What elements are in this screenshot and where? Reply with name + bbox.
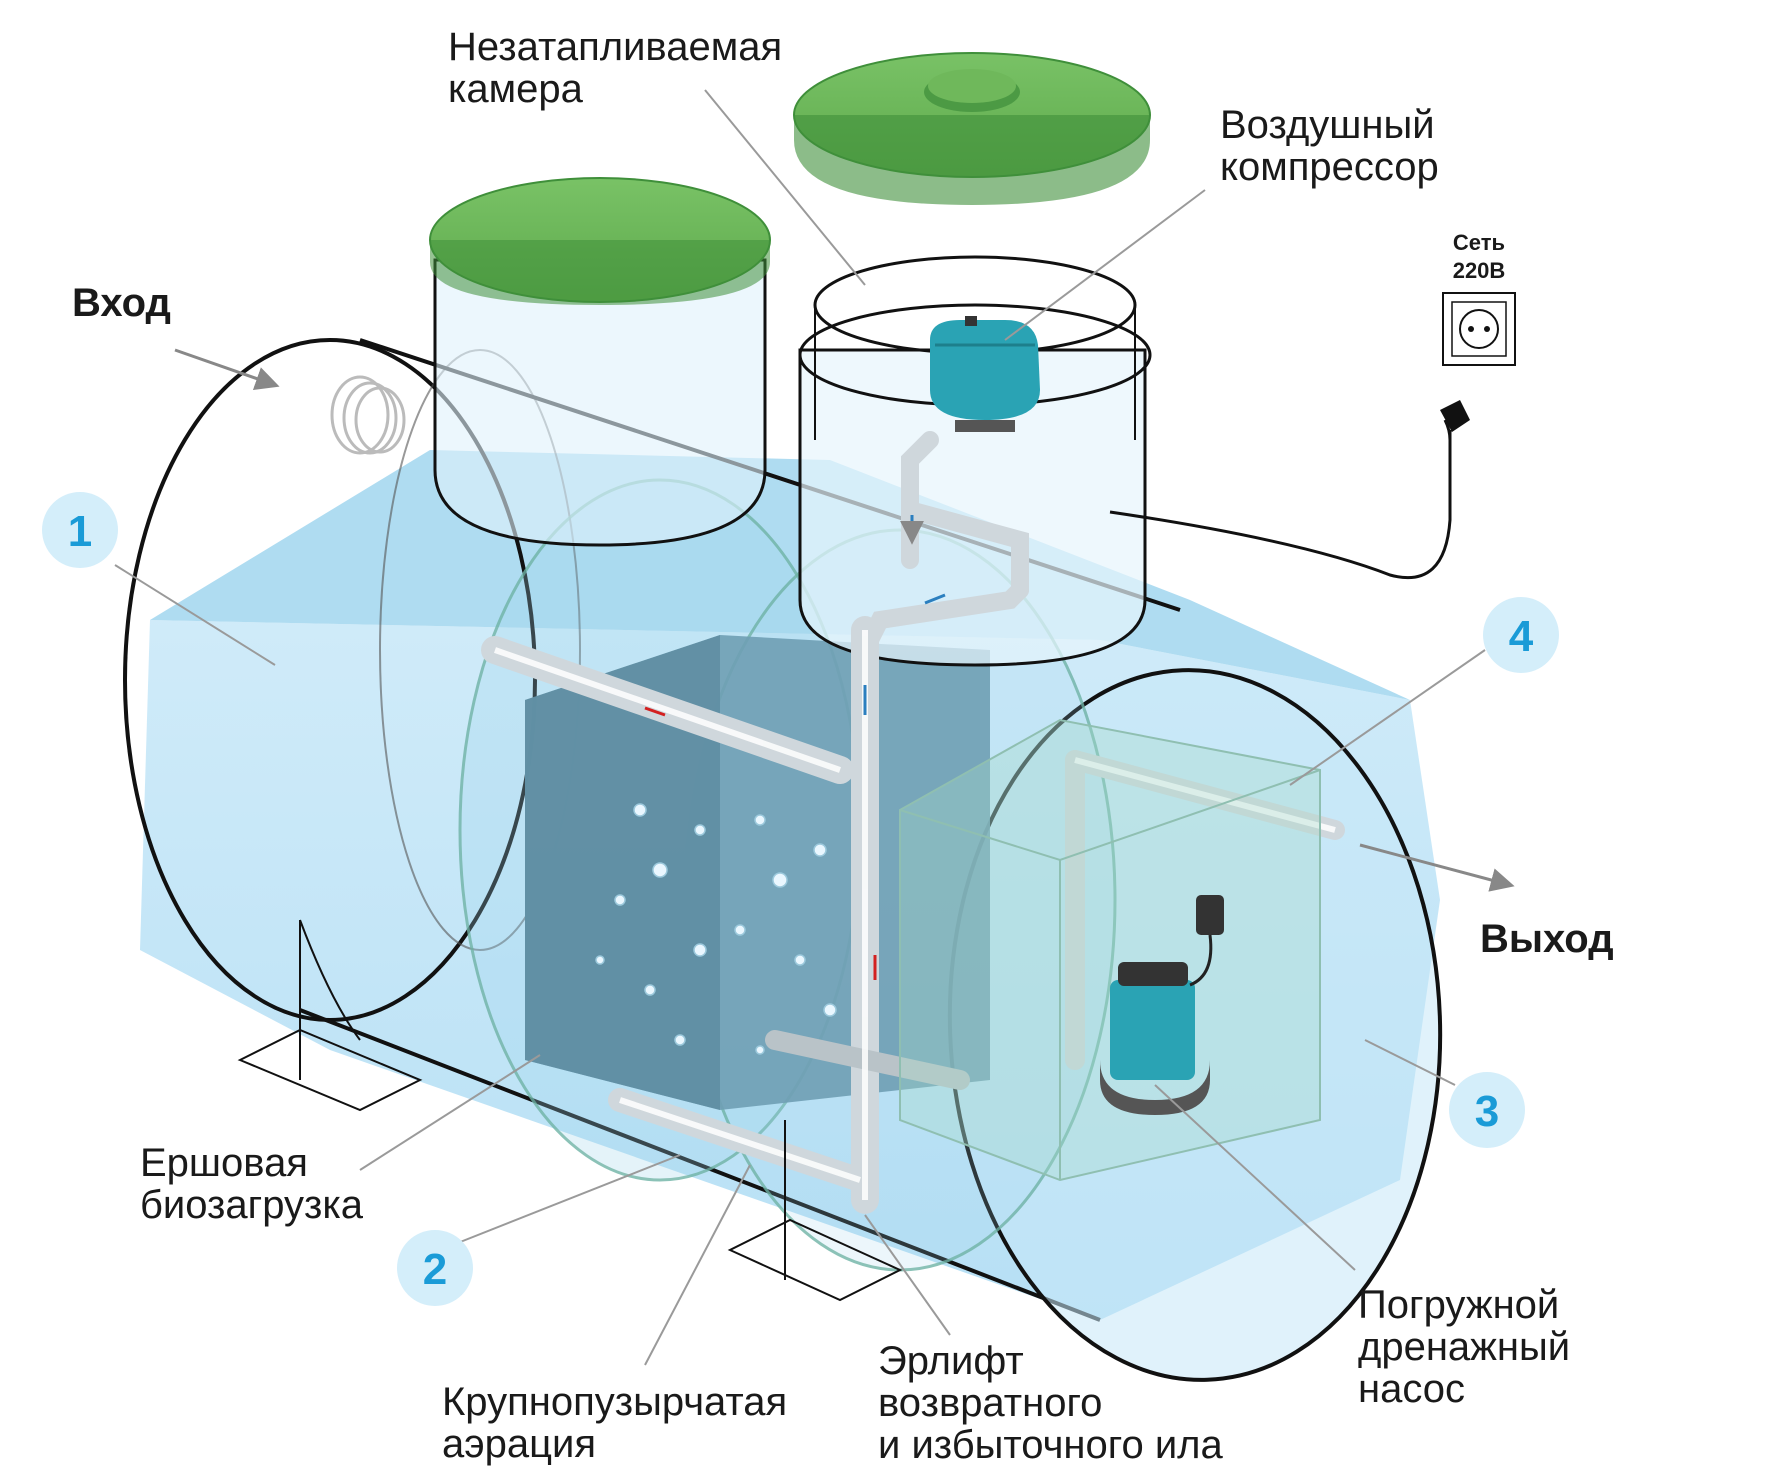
air-bubbles [595,803,837,1055]
air-bubble-icon [823,1003,837,1017]
marker-4: 4 [1483,597,1559,673]
air-bubble-icon [644,984,656,996]
air-bubble-icon [633,803,647,817]
air-bubble-icon [693,943,707,957]
air-bubble-icon [794,954,806,966]
tank-bottom-edge [299,1008,1101,1322]
left-chamber [429,177,771,547]
marker-3: 3 [1449,1072,1525,1148]
inlet-flange [330,375,406,455]
plug-icon [1440,400,1470,441]
svg-text:возвратного: возвратного [878,1381,1102,1425]
svg-text:Воздушный: Воздушный [1220,103,1435,147]
flow-arrow-icon [644,706,666,717]
air-bubble-icon [694,824,706,836]
pipe-highlights [494,630,1336,1200]
pump-icon [1100,895,1224,1115]
svg-text:3: 3 [1475,1087,1499,1136]
svg-text:Ершовая: Ершовая [140,1141,308,1185]
marker-2: 2 [397,1230,473,1306]
svg-text:камера: камера [448,67,584,111]
air-bubble-icon [754,814,766,826]
air-bubble-icon [772,872,788,888]
svg-text:Сеть: Сеть [1453,230,1505,255]
right-lid [793,52,1151,205]
svg-text:1: 1 [68,507,92,556]
svg-text:биозагрузка: биозагрузка [140,1183,364,1227]
svg-text:Крупнопузырчатая: Крупнопузырчатая [442,1380,787,1424]
svg-text:2: 2 [423,1245,447,1294]
label-drainage-pump: Погружной дренажный насос [1358,1283,1570,1411]
svg-text:аэрация: аэрация [442,1422,596,1466]
flow-arrow-icon [924,593,946,605]
svg-text:220В: 220В [1453,258,1506,283]
power-cable [1109,430,1452,580]
svg-text:дренажный: дренажный [1358,1325,1570,1369]
settling-box [899,718,1321,1182]
air-bubble-icon [595,955,605,965]
svg-text:Незатапливаемая: Незатапливаемая [448,25,782,69]
air-pipe-horizontal [901,501,1029,599]
label-inlet: Вход [72,281,171,325]
tank-supports [237,919,903,1302]
air-bubble-icon [813,843,827,857]
air-bubble-icon [734,924,746,936]
label-brush-bioload: Ершовая биозагрузка [140,1141,364,1227]
marker-1: 1 [42,492,118,568]
air-bubble-icon [755,1045,765,1055]
svg-text:Эрлифт: Эрлифт [878,1339,1024,1383]
label-air-compressor: Воздушный компрессор [1220,103,1439,189]
label-coarse-aeration: Крупнопузырчатая аэрация [442,1380,787,1466]
compressor-icon [930,316,1040,432]
air-bubble-icon [674,1034,686,1046]
air-bubble-icon [614,894,626,906]
svg-text:и избыточного ила: и избыточного ила [878,1423,1224,1467]
socket-icon [1442,292,1516,366]
svg-text:Погружной: Погружной [1358,1283,1559,1327]
air-bubble-icon [652,862,668,878]
leader-lines [114,89,1515,1366]
label-outlet: Выход [1480,917,1614,961]
label-power: Сеть 220В [1453,230,1506,283]
svg-text:насос: насос [1358,1367,1465,1411]
flow-arrows [644,515,946,980]
unheated-chamber [798,255,1152,667]
label-airlift: Эрлифт возвратного и избыточного ила [878,1339,1224,1467]
label-unheated-chamber: Незатапливаемая камера [448,25,782,111]
svg-text:4: 4 [1509,612,1534,661]
svg-text:компрессор: компрессор [1220,145,1439,189]
